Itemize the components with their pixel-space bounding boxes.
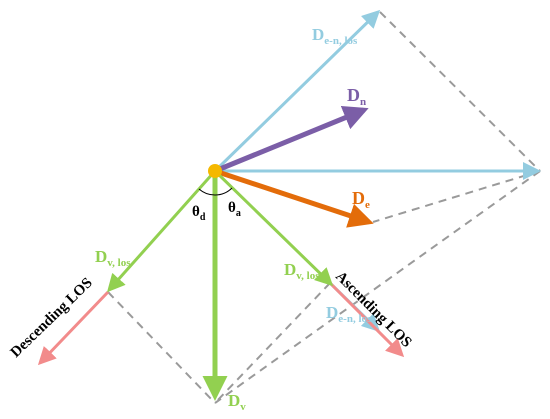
dashed-en-top-to-right <box>379 11 541 172</box>
origin-point <box>208 164 222 178</box>
ascending-los-arrow <box>328 281 405 358</box>
dashed-asc-to-bottom <box>214 282 331 404</box>
label-d-v-los-ascending: Dv, los <box>284 260 320 282</box>
d-v-los-ascending-vector <box>213 169 334 287</box>
label-d-v: Dv <box>228 391 246 413</box>
dashed-construction-lines <box>107 11 541 404</box>
theta-d-arc <box>198 188 216 196</box>
label-d-v-los-descending: Dv, los <box>95 247 131 269</box>
label-d-e: De <box>352 188 370 211</box>
label-d-en-los: De-n, los <box>312 25 358 47</box>
label-d-n: Dn <box>347 85 366 108</box>
d-n-vector <box>214 106 369 174</box>
dashed-desc-to-bottom <box>107 291 216 404</box>
descending-los-arrow <box>37 290 110 366</box>
dashed-right-to-bottom <box>214 170 541 404</box>
dashed-right-to-de <box>372 170 541 223</box>
label-theta-a: θa <box>228 200 241 219</box>
d-en-los-vector <box>213 9 381 173</box>
d-e-vector <box>214 168 374 228</box>
label-theta-d: θd <box>192 204 206 223</box>
d-v-los-descending-vector <box>107 170 217 293</box>
theta-a-arc <box>214 187 233 196</box>
label-d-en-los-ascending: De-n, los <box>326 303 372 325</box>
